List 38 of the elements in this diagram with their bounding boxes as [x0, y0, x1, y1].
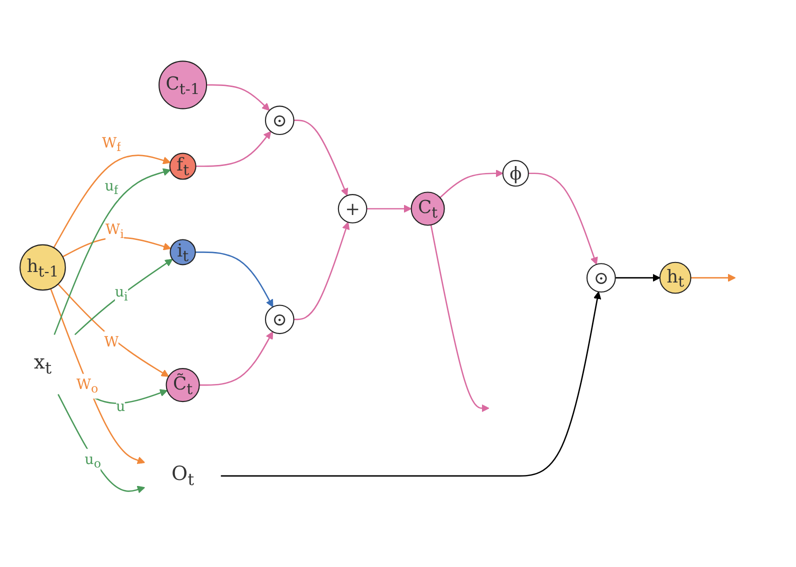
node-circle: i$_{t}$: [170, 239, 196, 266]
arrow: [53, 154, 171, 248]
arrow: [528, 172, 598, 265]
arrow: [199, 331, 274, 386]
edge-label: u$_{o}$: [84, 450, 101, 472]
arrow: [294, 120, 348, 196]
arrow: [440, 169, 504, 198]
arrow: [58, 394, 146, 494]
node-text: O$_{t}$: [171, 463, 194, 490]
node-circle: ⊙: [264, 106, 294, 136]
arrow: [195, 252, 274, 308]
node-circle: h$_{t}$: [659, 262, 692, 294]
node-circle: C$_{t}$: [410, 192, 445, 226]
arrow: [294, 222, 350, 320]
arrow: [615, 274, 660, 282]
arrow: [74, 258, 173, 336]
arrow: [206, 84, 270, 111]
node-circle: ⊙: [586, 263, 616, 293]
node-text: x$_{t}$: [34, 352, 52, 378]
arrow: [430, 224, 490, 412]
node-circle: f$_{t}$: [169, 152, 196, 180]
arrow: [220, 291, 602, 477]
edge-label: W$_{o}$: [76, 376, 98, 396]
node-circle: h$_{t-1}$: [20, 244, 66, 291]
node-circle: ⊙: [264, 304, 294, 334]
edge-label: u$_{i}$: [114, 283, 128, 304]
arrow: [58, 284, 170, 377]
edge-label: u: [116, 398, 126, 415]
arrow: [690, 274, 736, 282]
arrow: [196, 131, 272, 167]
arrow: [366, 204, 412, 213]
edge-label: W$_{i}$: [105, 220, 124, 242]
node-circle: ϕ: [502, 160, 529, 187]
node-circle: +: [338, 194, 368, 224]
arrow: [50, 288, 146, 464]
node-circle: C̃$_{t}$: [166, 368, 200, 402]
edge-label: W: [104, 332, 119, 350]
node-circle: C$_{t-1}$: [158, 60, 208, 110]
